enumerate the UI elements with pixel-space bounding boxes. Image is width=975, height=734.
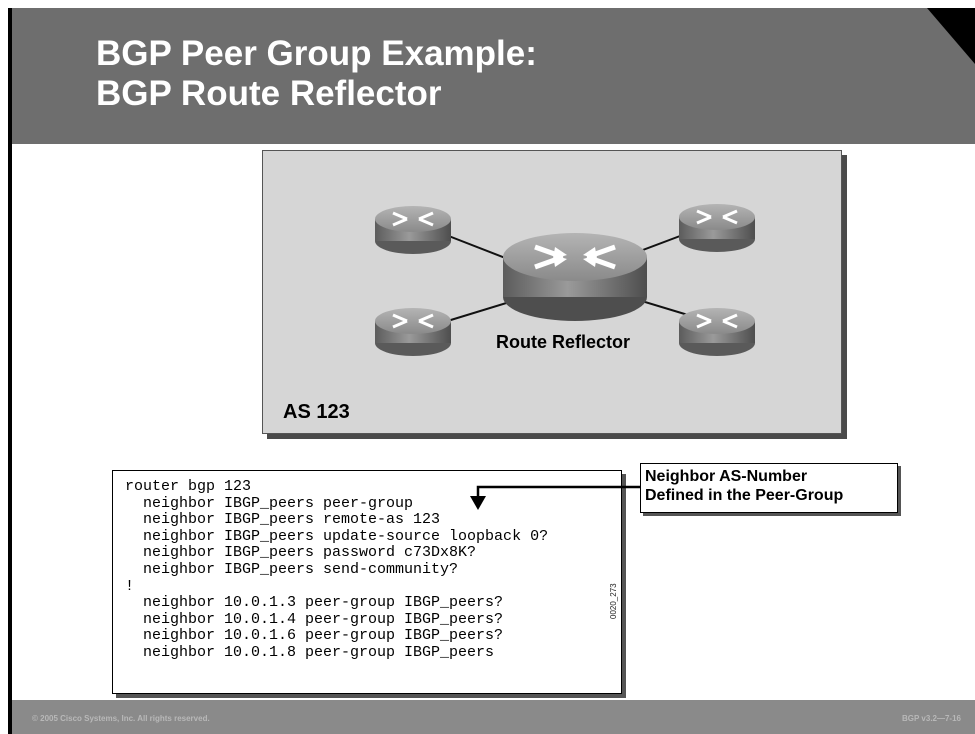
topology-diagram: Route Reflector AS 123 xyxy=(262,150,842,434)
slide-number: BGP v3.2—7-16 xyxy=(902,714,961,723)
code-line: neighbor 10.0.1.3 peer-group IBGP_peers? xyxy=(125,594,504,612)
code-line: ! xyxy=(125,577,135,595)
corner-triangle xyxy=(927,8,975,64)
title-bar: BGP Peer Group Example: BGP Route Reflec… xyxy=(12,8,975,144)
footer-bar: © 2005 Cisco Systems, Inc. All rights re… xyxy=(12,700,975,734)
title-line-2: BGP Route Reflector xyxy=(96,74,442,113)
route-reflector-router-icon xyxy=(503,233,647,321)
config-code-box: router bgp 123 neighbor IBGP_peers peer-… xyxy=(112,470,622,694)
as-label: AS 123 xyxy=(283,401,350,423)
router-icon xyxy=(679,204,755,252)
slide-title: BGP Peer Group Example: BGP Route Reflec… xyxy=(96,34,537,114)
link-top-left xyxy=(440,232,514,262)
topology-svg: Route Reflector AS 123 xyxy=(283,204,755,423)
code-line: neighbor IBGP_peers update-source loopba… xyxy=(125,527,549,545)
slide: BGP Peer Group Example: BGP Route Reflec… xyxy=(8,8,975,734)
callout-arrow xyxy=(470,485,640,510)
router-icon xyxy=(375,308,451,356)
callout-line-1: Neighbor AS-Number xyxy=(645,468,808,485)
code-line: neighbor 10.0.1.8 peer-group IBGP_peers xyxy=(125,643,495,661)
figure-id: 0020_273 xyxy=(609,583,618,619)
code-line: neighbor IBGP_peers peer-group xyxy=(125,494,414,512)
callout-line-2: Defined in the Peer-Group xyxy=(645,487,844,504)
config-code: router bgp 123 neighbor IBGP_peers peer-… xyxy=(125,478,549,662)
router-icon xyxy=(679,308,755,356)
router-icon xyxy=(375,206,451,254)
code-line: neighbor IBGP_peers password c73Dx8K? xyxy=(125,544,477,562)
link-bottom-left xyxy=(440,300,514,324)
code-line: neighbor 10.0.1.4 peer-group IBGP_peers? xyxy=(125,610,504,628)
copyright-text: © 2005 Cisco Systems, Inc. All rights re… xyxy=(32,714,210,723)
title-line-1: BGP Peer Group Example: xyxy=(96,34,537,73)
route-reflector-label: Route Reflector xyxy=(496,332,630,352)
code-line: neighbor IBGP_peers send-community? xyxy=(125,560,459,578)
code-line: router bgp 123 xyxy=(125,478,252,495)
callout-box: Neighbor AS-Number Defined in the Peer-G… xyxy=(640,463,898,513)
code-line: neighbor 10.0.1.6 peer-group IBGP_peers? xyxy=(125,627,504,645)
code-line: neighbor IBGP_peers remote-as 123 xyxy=(125,511,441,529)
